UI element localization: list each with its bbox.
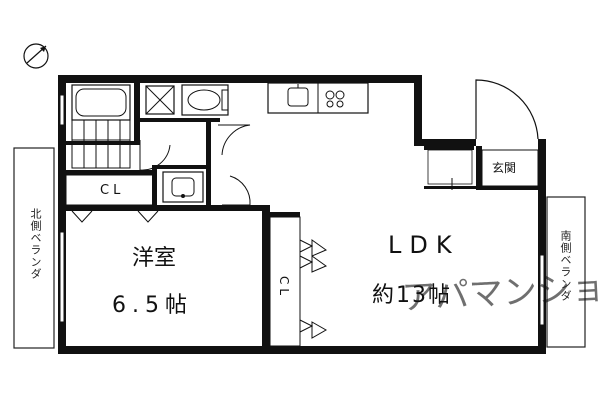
western-room-name: 洋室 (132, 246, 176, 271)
bath-door (139, 140, 171, 171)
north-balcony (13, 147, 55, 349)
entrance-area (481, 149, 539, 187)
kitchen-counter (267, 82, 369, 114)
ldk-name: LDK (388, 231, 460, 259)
toilet (181, 84, 229, 116)
entrance-label: 玄関 (492, 160, 516, 175)
outer-walls (58, 75, 546, 354)
closet-upper (65, 174, 155, 206)
closet-upper-label: CL (100, 183, 124, 198)
compass-icon (23, 43, 49, 69)
entrance-door (475, 79, 539, 140)
south-balcony-label: 南側ベランダ (559, 230, 572, 302)
washer-pan (145, 85, 175, 115)
hall-door (222, 175, 251, 206)
windows (59, 94, 545, 326)
south-balcony (546, 196, 586, 348)
wash-basin (162, 171, 204, 203)
closet-doors-upper (71, 210, 159, 223)
shoe-box (427, 149, 473, 185)
bathtub (71, 84, 131, 121)
closet-ldk-label: CL (277, 276, 291, 299)
western-room-size: 6.5帖 (112, 293, 193, 318)
ldk-size: 約13帖 (372, 283, 452, 308)
closet-ldk (269, 216, 328, 347)
toilet-door (218, 124, 251, 156)
bathroom-floor (71, 119, 131, 169)
north-balcony-label: 北側ベランダ (29, 208, 42, 280)
